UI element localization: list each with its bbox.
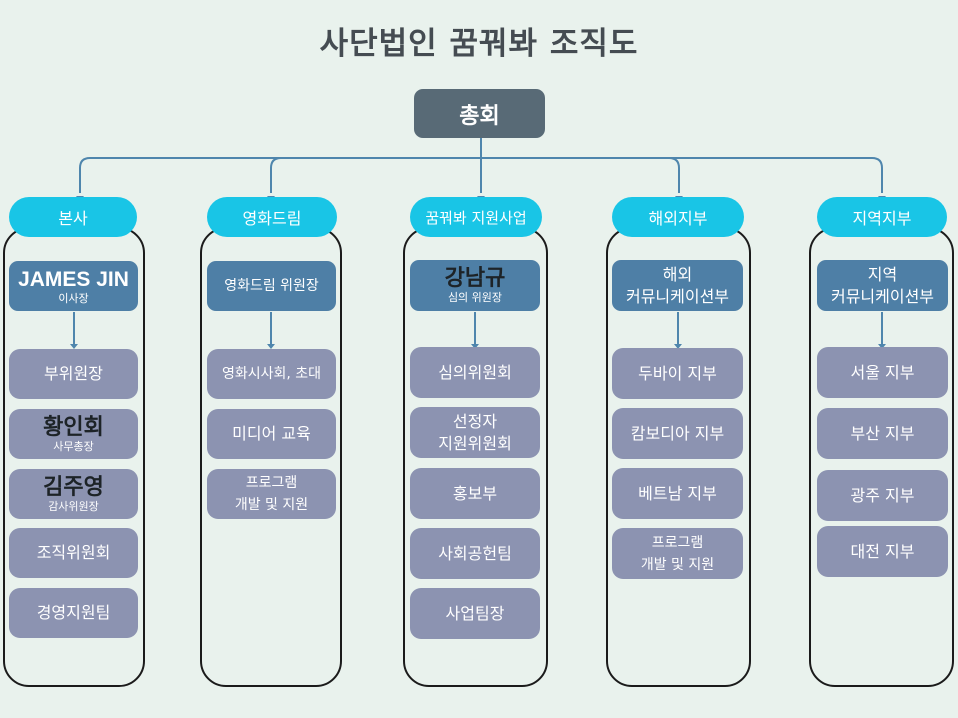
- drop-line-2: [270, 157, 282, 193]
- org-box-2-2-label: 미디어 교육: [232, 424, 311, 443]
- lead-box-3-name: 강남규: [444, 266, 506, 291]
- org-box-2-3-line2: 개발 및 지원: [234, 497, 309, 513]
- org-box-3-1: 심의위원회: [410, 347, 540, 398]
- org-box-1-5: 경영지원팀: [9, 588, 138, 638]
- org-box-3-2-line1: 선정자: [452, 411, 498, 431]
- org-box-4-2: 캄보디아 지부: [612, 408, 743, 459]
- org-box-1-3: 김주영 감사위원장: [9, 469, 138, 519]
- org-box-4-1-label: 두바이 지부: [638, 363, 717, 383]
- column-header-1: 본사: [9, 197, 137, 237]
- org-box-4-3: 베트남 지부: [612, 468, 743, 519]
- org-box-3-3: 홍보부: [410, 468, 540, 519]
- org-box-3-2-line2: 지원위원회: [438, 433, 512, 453]
- org-box-4-4-line2: 개발 및 지원: [640, 556, 715, 573]
- org-box-1-2-title: 사무총장: [53, 439, 94, 453]
- org-box-2-3: 프로그램 개발 및 지원: [207, 469, 336, 519]
- column-header-5: 지역지부: [817, 197, 947, 237]
- column-header-2: 영화드림: [207, 197, 337, 237]
- org-box-2-1-label: 영화시사회, 초대: [221, 366, 322, 382]
- org-box-2-1: 영화시사회, 초대: [207, 349, 336, 399]
- lead-box-2-line1: 영화드림 위원장: [224, 278, 319, 294]
- lead-box-4-line2: 커뮤니케이션부: [625, 286, 730, 306]
- org-box-3-4: 사회공헌팀: [410, 528, 540, 579]
- org-box-3-5-label: 사업팀장: [445, 603, 505, 623]
- org-box-1-3-name: 김주영: [43, 474, 104, 500]
- org-box-5-2-label: 부산 지부: [850, 423, 915, 443]
- lead-box-1: JAMES JIN 이사장: [9, 261, 138, 311]
- org-box-4-1: 두바이 지부: [612, 348, 743, 399]
- org-box-1-5-label: 경영지원팀: [36, 603, 111, 622]
- org-box-1-4: 조직위원회: [9, 528, 138, 578]
- org-box-3-1-label: 심의위원회: [438, 362, 512, 382]
- lead-arrow-head-1: [70, 344, 78, 349]
- org-box-5-1-label: 서울 지부: [850, 362, 915, 382]
- org-box-1-1: 부위원장: [9, 349, 138, 399]
- org-box-1-3-title: 감사위원장: [48, 499, 99, 513]
- lead-box-5-line1: 지역: [867, 264, 898, 284]
- org-box-4-4: 프로그램 개발 및 지원: [612, 528, 743, 579]
- org-box-5-1: 서울 지부: [817, 347, 948, 398]
- org-box-2-3-line1: 프로그램: [245, 475, 298, 491]
- drop-line-4: [668, 157, 680, 193]
- lead-arrow-head-5: [878, 344, 886, 349]
- column-header-4: 해외지부: [612, 197, 744, 237]
- org-box-1-1-label: 부위원장: [44, 364, 103, 383]
- org-box-1-2: 황인회 사무총장: [9, 409, 138, 459]
- lead-box-1-line1: JAMES JIN: [18, 267, 129, 291]
- page-title: 사단법인 꿈꿔봐 조직도: [319, 26, 639, 62]
- org-box-4-3-label: 베트남 지부: [638, 483, 717, 503]
- org-box-3-5: 사업팀장: [410, 588, 540, 639]
- org-box-3-3-label: 홍보부: [452, 483, 498, 503]
- lead-box-2: 영화드림 위원장: [207, 261, 336, 311]
- lead-box-5: 지역 커뮤니케이션부: [817, 260, 948, 311]
- lead-box-4: 해외 커뮤니케이션부: [612, 260, 743, 311]
- org-box-5-2: 부산 지부: [817, 408, 948, 459]
- lead-box-1-line2: 이사장: [58, 291, 89, 305]
- lead-box-3: 강남규 심의 위원장: [410, 260, 540, 311]
- org-box-1-2-name: 황인회: [43, 414, 104, 440]
- lead-arrow-head-3: [471, 344, 479, 349]
- lead-box-3-title: 심의 위원장: [447, 291, 503, 304]
- lead-box-5-line2: 커뮤니케이션부: [830, 286, 935, 306]
- org-box-1-4-label: 조직위원회: [36, 543, 111, 562]
- org-box-2-2: 미디어 교육: [207, 409, 336, 459]
- org-box-4-2-label: 캄보디아 지부: [630, 423, 725, 443]
- org-box-3-4-label: 사회공헌팀: [438, 543, 512, 563]
- org-box-5-3: 광주 지부: [817, 470, 948, 521]
- org-box-4-4-line1: 프로그램: [651, 534, 704, 551]
- lead-box-4-line1: 해외: [662, 264, 693, 284]
- lead-arrow-head-2: [267, 344, 275, 349]
- org-box-5-3-label: 광주 지부: [850, 485, 915, 505]
- org-box-3-2: 선정자 지원위원회: [410, 407, 540, 458]
- column-header-3: 꿈꿔봐 지원사업: [410, 197, 542, 237]
- org-box-5-4-label: 대전 지부: [850, 541, 915, 561]
- org-box-5-4: 대전 지부: [817, 526, 948, 577]
- root-node: 총회: [414, 89, 545, 138]
- lead-arrow-head-4: [674, 344, 682, 349]
